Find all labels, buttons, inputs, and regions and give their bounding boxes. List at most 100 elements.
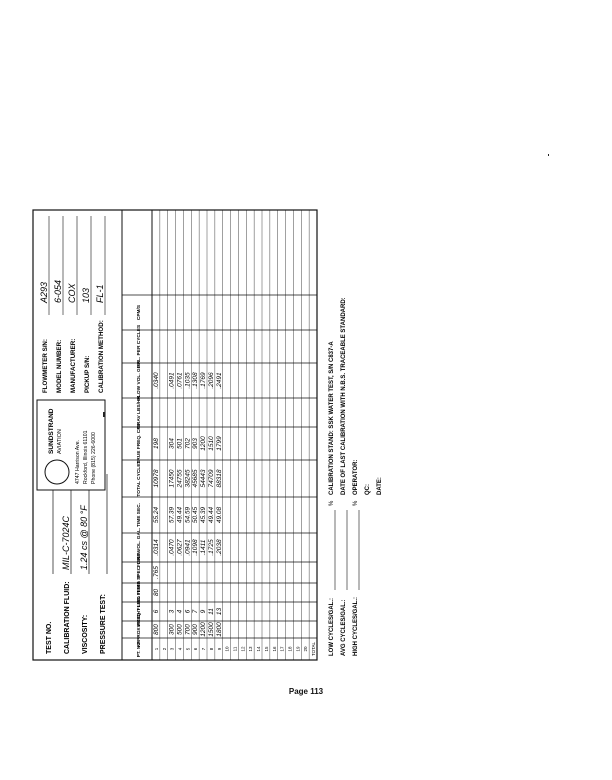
cell-value: 1200 <box>200 622 207 637</box>
cell-value: .0941 <box>184 539 191 556</box>
row-number: 12 <box>240 646 245 652</box>
row-number: 15 <box>264 646 269 652</box>
cell-value: 45685 <box>192 469 199 487</box>
row-number: 9 <box>217 647 222 650</box>
cell-value: 9 <box>200 609 207 613</box>
row-number: 6 <box>193 647 198 650</box>
cell-value: 57.39 <box>169 506 176 523</box>
cell-value: .0314 <box>153 539 160 556</box>
cell-value: 38245 <box>184 469 191 487</box>
cell-value: 500 <box>176 624 183 635</box>
row-number: 11 <box>232 646 237 651</box>
company-logo-icon <box>44 459 70 485</box>
header-label: CALIBRATION FLUID: <box>64 581 71 654</box>
logo-box <box>36 399 106 491</box>
footer-right-label: DATE: <box>377 477 383 495</box>
header-label: TEST NO. <box>46 622 53 654</box>
cell-value: 24755 <box>176 469 183 488</box>
meter-value: 6-054 <box>53 280 63 303</box>
meter-value: FL-1 <box>95 284 105 303</box>
row-number: 5 <box>185 647 190 650</box>
row-number: 16 <box>272 646 277 652</box>
cell-value: 198 <box>153 438 160 449</box>
footer-right-label: OPERATOR: <box>353 460 359 495</box>
footer-right-label: QC: <box>365 484 371 495</box>
cell-value: 49.44 <box>176 506 183 523</box>
header-label: VISCOSITY: <box>82 615 89 654</box>
cell-value: 55.24 <box>153 506 160 523</box>
row-number: 3 <box>170 647 175 650</box>
cell-value: 304 <box>169 438 176 449</box>
cell-value: 45.39 <box>200 506 207 523</box>
footer-left-label: HIGH CYCLES/GAL.: <box>353 597 359 656</box>
cell-value: 702 <box>184 438 191 449</box>
row-number: 4 <box>177 647 182 650</box>
company-name: SUNDSTRAND <box>48 408 55 454</box>
cell-value: 900 <box>192 624 199 635</box>
footer-left-label: LOW CYCLES/GAL.: <box>329 598 335 656</box>
header-value: 1.24 cs @ 80 °F <box>79 505 89 570</box>
scan-speck <box>548 154 549 156</box>
column-header: TOTAL CYCLES <box>136 460 142 497</box>
cell-value: .0470 <box>169 539 176 556</box>
row-number: 17 <box>280 646 285 652</box>
cell-value: 800 <box>153 624 160 635</box>
cell-value: .1308 <box>192 372 199 389</box>
footer-right-label: CALIBRATION STAND: SSK WATER TEST, S/N C… <box>329 341 335 495</box>
row-number: 18 <box>287 646 292 652</box>
row-number: 14 <box>256 646 261 652</box>
cell-value: .1035 <box>184 372 191 389</box>
cell-value: 1799 <box>216 436 223 451</box>
cell-value: 903 <box>192 438 199 449</box>
cell-value: 300 <box>169 624 176 635</box>
cell-value: .1769 <box>200 372 207 389</box>
header-value: MIL-C-7024C <box>61 515 71 570</box>
row-number: 10 <box>225 646 230 652</box>
footer-unit: % <box>329 500 335 506</box>
cell-value: 1510 <box>208 436 215 451</box>
row-number: 13 <box>248 646 253 652</box>
cell-value: 7 <box>192 609 199 613</box>
meter-label: CALIBRATION METHOD: <box>98 320 105 393</box>
scan-speck <box>103 412 105 417</box>
meter-value: A293 <box>39 282 49 304</box>
cell-value: 1500 <box>208 622 215 637</box>
row-number: TOTAL <box>311 641 316 656</box>
column-header: FLUID TEMP. °F <box>136 575 142 611</box>
row-number: 19 <box>295 646 300 652</box>
cell-value: 80 <box>153 589 160 597</box>
company-division: AVIATION <box>57 429 63 454</box>
meter-label: PICKUP S/N: <box>84 356 91 393</box>
cell-value: 1200 <box>200 436 207 451</box>
meter-value: 103 <box>81 288 91 303</box>
page-number: Page 113 <box>288 687 324 696</box>
cell-value: .2038 <box>216 539 223 556</box>
meter-label: MODEL NUMBER: <box>56 340 63 393</box>
cell-value: 49.08 <box>216 506 223 523</box>
column-header: TRUE FREQ. CPS <box>136 423 142 464</box>
meter-label: MANUFACTURER: <box>70 339 77 393</box>
cell-value: 13 <box>216 608 223 616</box>
column-header: FLUID VOL. GAL. <box>136 528 142 567</box>
company-city: Rockford, Illinois 61101 <box>83 430 89 484</box>
company-phone: Phone (815) 226-6000 <box>91 432 97 484</box>
cell-value: .0761 <box>176 372 183 389</box>
cell-value: 10978 <box>153 469 160 487</box>
footer-left-label: AVG CYCLES/GAL.: <box>341 599 347 656</box>
footer-unit: % <box>353 500 359 506</box>
cell-value: 1800 <box>216 622 223 637</box>
column-header: GAL. PER CYCLES <box>136 324 142 368</box>
meter-label: FLOWMETER S/N: <box>42 339 49 393</box>
column-header: GRAV LBS/HR <box>136 396 142 429</box>
column-header: APPROX FREQ. <box>136 611 142 647</box>
company-address: 4747 Harrison Ave. <box>75 440 81 484</box>
cell-value: 501 <box>176 438 183 449</box>
column-header: TIME SEC. <box>136 503 142 527</box>
column-header: CPM/S <box>136 304 142 320</box>
cell-value: 88318 <box>216 469 223 487</box>
cell-value: .0627 <box>176 539 183 556</box>
cell-value: .2096 <box>208 372 215 389</box>
cell-value: 50.45 <box>192 506 199 523</box>
row-number: 20 <box>303 646 308 652</box>
